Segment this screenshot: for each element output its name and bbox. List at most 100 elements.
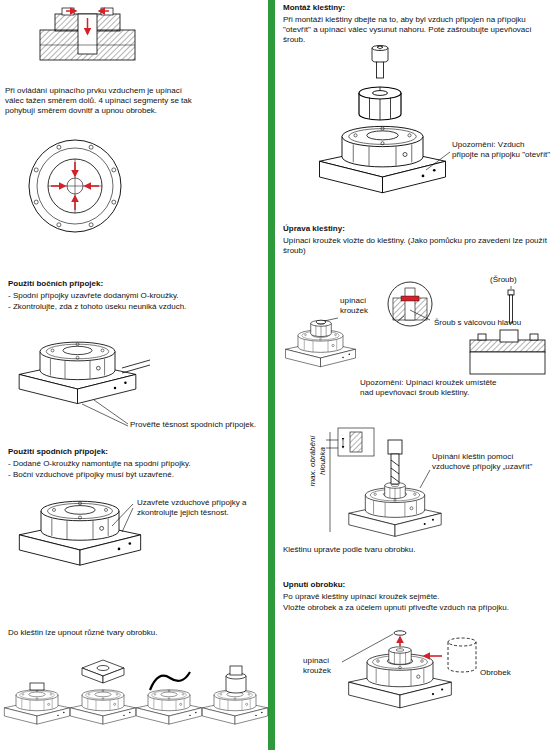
drawing-part (112, 168, 116, 172)
drawing-part (448, 642, 476, 672)
drawing-part (99, 10, 109, 12)
drawing-part (30, 683, 44, 690)
drawing-part (78, 14, 97, 54)
note-text: - Spodní přípojky uzavřete dodanými O-kr… (8, 291, 263, 301)
drawing-part (405, 288, 415, 320)
drawing-part (70, 690, 135, 724)
drawing-part (268, 0, 275, 750)
drawing-part (112, 200, 116, 204)
drawing-part (29, 140, 121, 232)
drawing-part (426, 152, 450, 170)
drawing-part (89, 223, 93, 227)
drawing-part (391, 454, 399, 484)
drawing-part (511, 286, 512, 289)
note-text: Při ovládání upínacího prvku vzduchem je… (5, 86, 200, 116)
drawing-part (87, 18, 89, 34)
drawing-part (150, 672, 190, 690)
note-text: - Boční vzduchové přípojky musí být uzav… (8, 470, 263, 480)
drawing-part (397, 316, 404, 322)
note-text: Upínací kroužek vložte do kleštiny. (Jak… (283, 236, 555, 256)
detail-section (393, 288, 427, 320)
note-text: Upozornění: Upínací kroužek umístěte nad… (360, 378, 500, 398)
drawing-part (508, 290, 514, 295)
drawing-part (66, 10, 76, 12)
drawing-part (122, 508, 133, 532)
drawing-part (410, 310, 430, 320)
top-view (29, 140, 121, 232)
cutter (388, 440, 402, 484)
drawing-part (51, 185, 65, 187)
drawing-part (57, 223, 61, 227)
drawing-part (424, 655, 442, 657)
section-view (40, 8, 135, 60)
dimension-label: max. obrábění hloubka (308, 426, 328, 496)
drawing-part (48, 159, 102, 213)
drawing-part (338, 428, 374, 456)
drawing-part (330, 432, 331, 532)
note-text: Kleštinu upravte podle tvaru obrobku. (283, 545, 543, 555)
drawing-part (399, 637, 401, 646)
drawing-part (359, 87, 401, 120)
section-heading: Použití bočních přípojek: (8, 279, 228, 289)
drawing-part (391, 476, 399, 482)
drawing-part (448, 638, 476, 646)
drawing-part (389, 647, 411, 665)
drawing-part (57, 145, 61, 149)
drawing-part (385, 482, 406, 498)
drawing-part (311, 320, 332, 336)
drawing-part (324, 318, 338, 321)
drawing-part (202, 690, 267, 724)
drawing-part (388, 440, 402, 454)
note-text: Po úpravě kleštiny upínací kroužek sejmě… (283, 592, 555, 602)
drawing-part (122, 360, 150, 373)
drawing-part (342, 634, 393, 662)
drawing-part (394, 631, 406, 635)
drawing-part (377, 46, 383, 49)
note-text: Upozornění: Vzduch připojte na přípojku … (452, 140, 552, 160)
drawing-part (320, 126, 446, 192)
note-text: Do kleštin lze upnout různé tvary obrobk… (8, 628, 263, 638)
drawing-part (401, 296, 419, 301)
drawing-part (34, 168, 38, 172)
drawing-part (478, 334, 486, 340)
note-text: - Dodané O-kroužky namontujte na spodní … (8, 459, 263, 469)
note-text: Obrobek (480, 668, 540, 678)
drawing-part (19, 342, 136, 403)
workpiece (448, 638, 476, 672)
drawing-part (343, 440, 344, 448)
section-heading: Úprava kleštiny: (283, 224, 503, 234)
drawing-part (34, 200, 38, 204)
drawing-part (85, 185, 99, 187)
section-heading: Použití spodních přípojek: (8, 447, 228, 457)
drawing-part (230, 666, 242, 675)
note-text: upínací kroužek (303, 656, 343, 676)
drawing-part (530, 334, 538, 340)
drawing-part (500, 330, 518, 342)
drawing-part (4, 690, 69, 724)
note-text: Upínání kleštin pomocí vzduchové přípojk… (432, 452, 552, 472)
drawing-part (75, 159, 76, 213)
drawing-part (82, 404, 128, 426)
drawing-part (97, 666, 109, 671)
drawing-part (89, 145, 93, 149)
note-text: Šroub s válcovou hlavou (434, 318, 554, 328)
drawing-part (74, 196, 76, 210)
drawing-part (19, 501, 140, 565)
drawing-part (74, 162, 76, 176)
section-heading: Montáž kleštiny: (283, 3, 543, 13)
note-text: Při montáži kleštiny dbejte na to, aby b… (283, 15, 555, 45)
note-text: Prověřte těsnost spodních přípojek. (130, 420, 265, 430)
drawing-part (377, 62, 384, 78)
section-heading: Upnutí obrobku: (283, 580, 503, 590)
drawing-part (391, 460, 399, 466)
note-text: Vložte obrobek a za účelem upnutí přiveď… (283, 603, 555, 613)
drawing-part (391, 468, 399, 474)
drawing-part (388, 282, 432, 326)
note-text: upínací kroužek (340, 296, 382, 316)
screw-exploded (372, 46, 388, 79)
drawing-part (350, 432, 362, 452)
drawing-part (420, 470, 430, 488)
screw-guide (470, 290, 545, 374)
drawing-part (470, 352, 545, 374)
note-text: - Zkontrolujte, zda z tohoto úseku neuni… (8, 302, 263, 312)
